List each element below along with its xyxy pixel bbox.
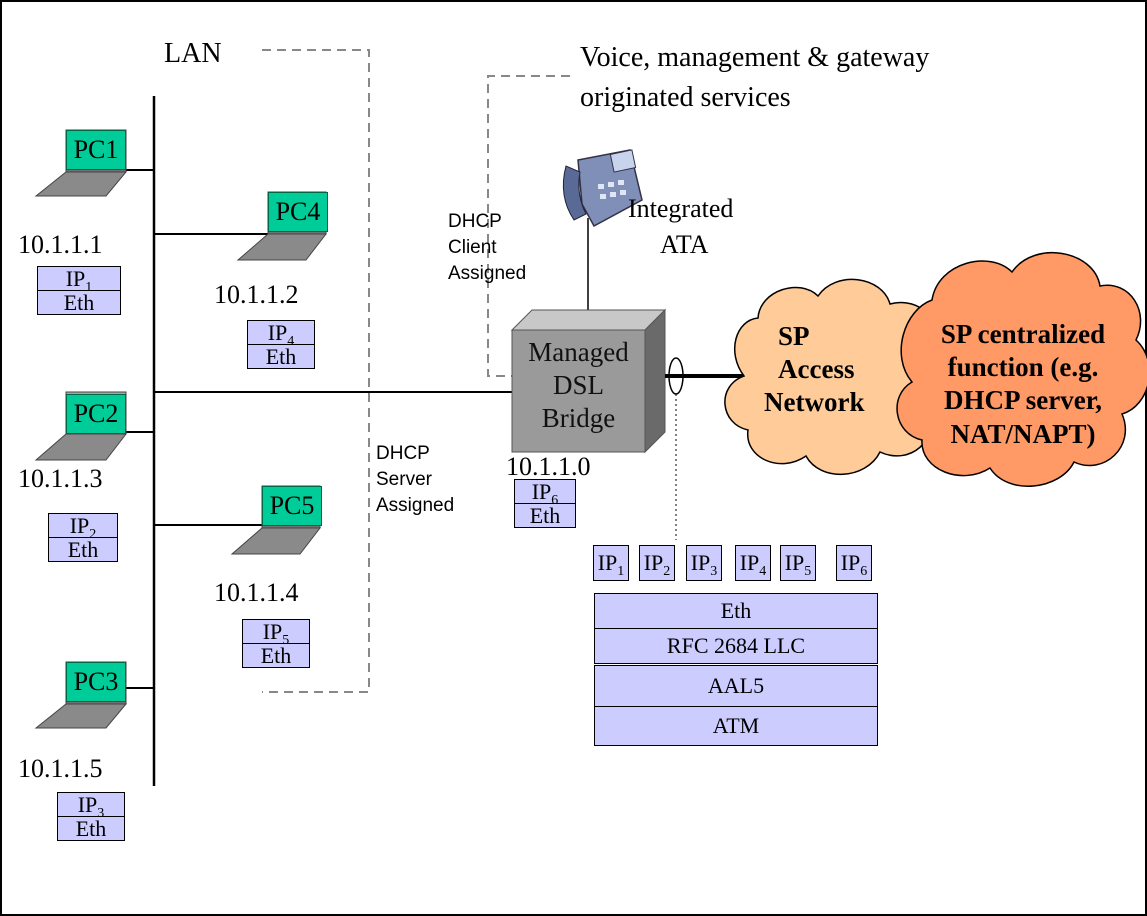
pc3-eth-cell: Eth: [58, 816, 124, 840]
pc-tag-pc1: PC1: [66, 130, 126, 170]
protocol-layer-aal5: AAL5: [594, 665, 878, 707]
pc-tag-pc2: PC2: [66, 394, 126, 434]
bridge-ip: 10.1.1.0: [506, 452, 591, 481]
phone-icon: [562, 149, 643, 228]
ata-label-2: ATA: [660, 230, 709, 259]
protocol-ip-pill: IP6: [836, 545, 872, 581]
sp-central-label-2: function (e.g.: [947, 352, 1099, 383]
cloud-access-network: [724, 278, 952, 476]
sp-access-text: SP Access Network: [752, 320, 902, 420]
pc2-ip: 10.1.1.3: [18, 464, 103, 493]
ata-label-1: Integrated: [628, 194, 734, 223]
protocol-ip-pill: IP3: [686, 545, 722, 581]
pc-tag-pc3: PC3: [66, 662, 126, 702]
voice-services-line2: originated services: [580, 82, 791, 113]
sp-central-label-3: DHCP server,: [944, 385, 1102, 416]
bridge-label-2: DSL: [552, 369, 604, 400]
pc1-ip-stack: IP1 Eth: [37, 266, 121, 315]
dhcp-server-label-1: DHCP: [376, 443, 430, 464]
sp-central-label-1: SP centralized: [940, 319, 1106, 349]
protocol-layer-eth: Eth: [594, 593, 878, 629]
bridge-label-1: Managed: [528, 337, 629, 367]
protocol-ip-pill: IP5: [780, 545, 816, 581]
bridge-ip-stack: IP6 Eth: [514, 479, 576, 528]
pc4-ip-stack: IP4 Eth: [247, 320, 315, 369]
pc2-eth-cell: Eth: [49, 537, 117, 561]
bridge-label-3: Bridge: [541, 402, 616, 433]
pc4-ip-cell: IP4: [267, 320, 295, 349]
pc1-ip-cell: IP1: [65, 266, 93, 295]
dhcp-client-bracket: [487, 75, 570, 377]
cloud-sp-central: [896, 251, 1147, 487]
sp-central-text: SP centralized function (e.g. DHCP serve…: [908, 318, 1138, 451]
protocol-ip-pill: IP1: [593, 545, 629, 581]
pc-tag-pc4: PC4: [268, 192, 328, 232]
protocol-ip-pill: IP2: [639, 545, 675, 581]
sp-access-label-1: SP: [778, 321, 810, 351]
pc4-eth-cell: Eth: [248, 344, 314, 368]
pc1-eth-cell: Eth: [38, 290, 120, 314]
pc3-ip: 10.1.1.5: [18, 754, 103, 783]
pc5-eth-cell: Eth: [243, 643, 309, 667]
dhcp-server-label-2: Server: [376, 469, 432, 490]
pc5-ip-stack: IP5 Eth: [242, 619, 310, 668]
dhcp-client-label-1: DHCP: [448, 211, 502, 232]
bridge-eth-cell: Eth: [515, 503, 575, 527]
pc3-ip-stack: IP3 Eth: [57, 792, 125, 841]
pc1-ip: 10.1.1.1: [18, 230, 103, 259]
pc5-ip: 10.1.1.4: [214, 578, 299, 607]
pc3-ip-cell: IP3: [77, 792, 105, 821]
bridge-label: Managed DSL Bridge: [512, 336, 645, 435]
protocol-layer-atm: ATM: [594, 706, 878, 746]
dsl-bridge-box: [510, 308, 667, 454]
pc2-ip-stack: IP2 Eth: [48, 513, 118, 562]
sp-access-label-3: Network: [764, 387, 865, 418]
lan-label: LAN: [164, 38, 222, 69]
pc2-ip-cell: IP2: [69, 513, 97, 542]
dhcp-client-label-2: Client: [448, 237, 497, 258]
dhcp-client-label-3: Assigned: [448, 263, 527, 284]
dhcp-server-label-3: Assigned: [376, 495, 455, 516]
dhcp-server-bracket: [262, 49, 370, 693]
sp-access-label-2: Access: [778, 354, 855, 385]
pc4-ip: 10.1.1.2: [214, 280, 299, 309]
voice-services-line1: Voice, management & gateway: [580, 42, 930, 73]
pc5-ip-cell: IP5: [262, 619, 290, 648]
sp-central-label-4: NAT/NAPT): [950, 418, 1096, 449]
pc-tag-pc5: PC5: [262, 486, 322, 526]
bridge-ip-cell: IP6: [531, 479, 559, 508]
protocol-layer-rfc2684: RFC 2684 LLC: [594, 628, 878, 664]
protocol-ip-pill: IP4: [735, 545, 771, 581]
